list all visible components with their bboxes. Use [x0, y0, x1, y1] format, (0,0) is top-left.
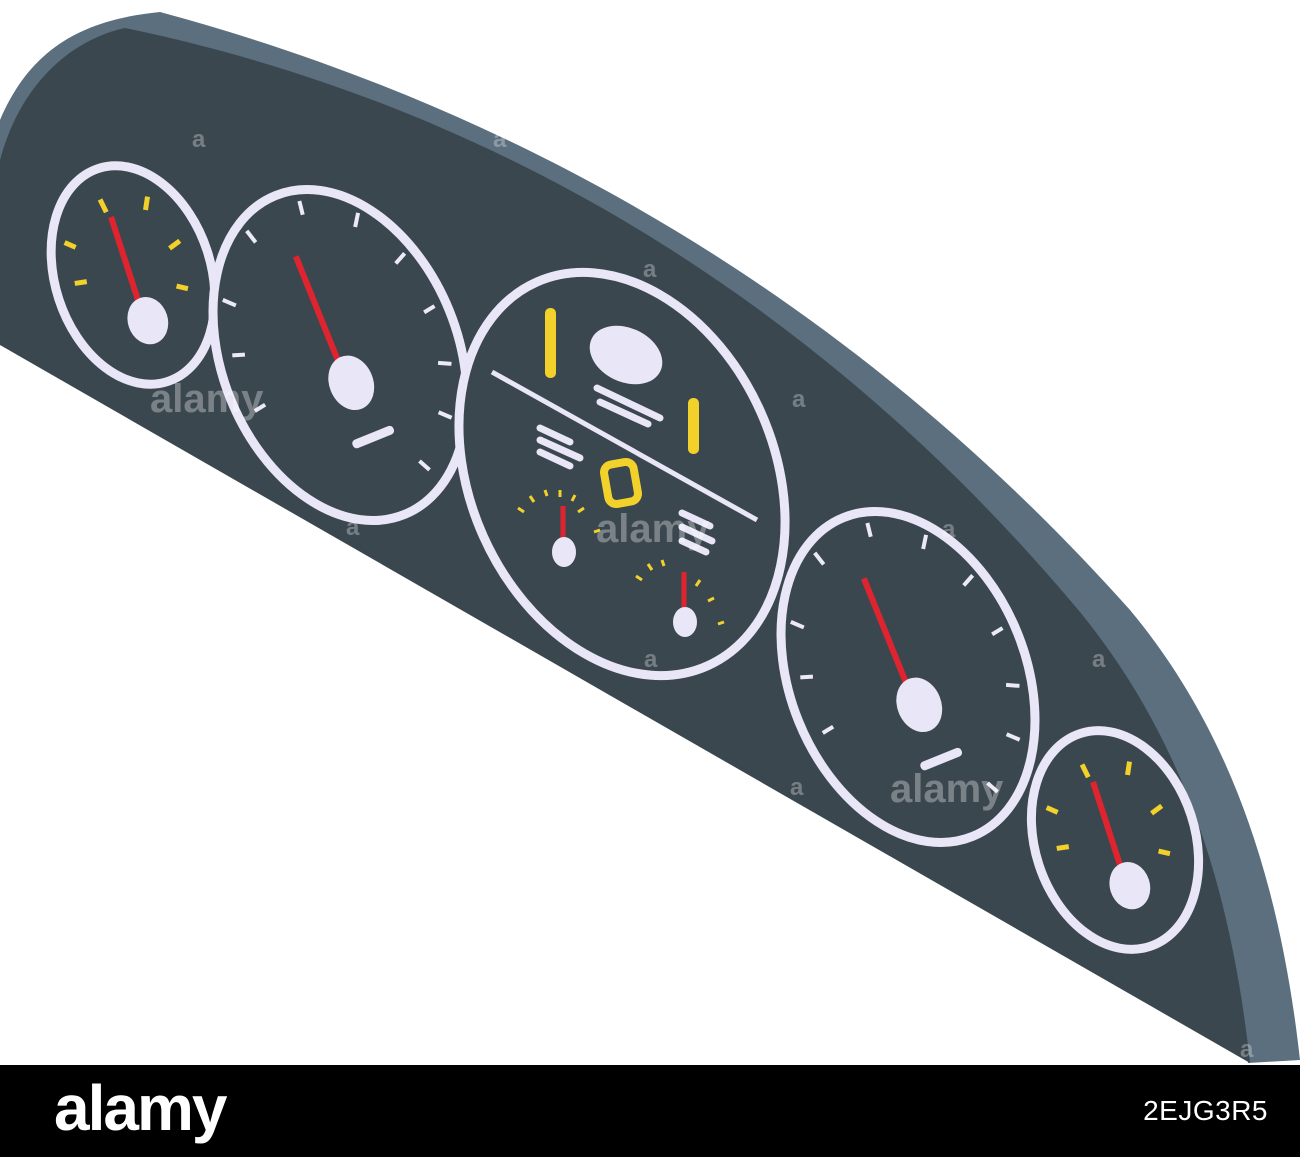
mini-gauge-hub-left — [552, 537, 576, 567]
yellow-bar-left — [545, 308, 556, 378]
needle-hub — [896, 677, 943, 733]
dial-ticks — [222, 200, 453, 472]
watermark-mark: a — [792, 386, 806, 413]
watermark-mark: a — [644, 646, 658, 673]
instrument-cluster-icon: alamy alamy alamy a a a a a a a a a a a — [0, 12, 1300, 1063]
watermark-mark: a — [346, 514, 360, 541]
panel-side-edge — [0, 12, 1300, 1063]
gauge-ticks — [1045, 761, 1171, 857]
watermark-mark: a — [643, 256, 657, 283]
watermark-text: alamy — [596, 507, 710, 551]
gauge-ticks — [63, 196, 189, 292]
watermark-mark: a — [1240, 776, 1254, 803]
watermark-text: alamy — [150, 377, 264, 421]
dial-needle — [861, 577, 912, 691]
dial-needle — [293, 255, 344, 369]
center-info-display — [454, 267, 790, 681]
watermark-text: alamy — [890, 767, 1004, 811]
watermark-mark: a — [1240, 1036, 1254, 1063]
watermark-layer: alamy alamy alamy a a a a a a a a a a a — [150, 126, 1254, 1063]
mini-gauge-hub-right — [673, 607, 697, 637]
needle-hub — [328, 355, 375, 411]
watermark-mark: a — [1092, 646, 1106, 673]
info-lines — [536, 384, 716, 556]
stock-footer-bar: alamy 2EJG3R5 — [0, 1065, 1300, 1157]
watermark-mark: a — [790, 774, 804, 801]
display-divider — [490, 369, 759, 523]
alamy-logo: alamy — [54, 1072, 227, 1144]
warning-icon — [600, 457, 642, 509]
dial-label-bar — [352, 425, 395, 449]
small-right-gauge — [1026, 726, 1204, 954]
right-dial — [776, 507, 1040, 847]
needle-hub — [1109, 862, 1151, 910]
gauge-needle — [1090, 781, 1125, 871]
watermark-mark: a — [493, 126, 507, 153]
left-dial — [208, 185, 472, 525]
dial-label-bar — [920, 747, 963, 771]
watermark-mark: a — [942, 516, 956, 543]
image-id-label: 2EJG3R5 — [1143, 1095, 1268, 1126]
dial-ticks — [790, 522, 1021, 794]
status-pill — [589, 325, 663, 385]
small-left-gauge — [46, 161, 220, 389]
mini-gauge-ticks — [517, 489, 725, 626]
yellow-bar-right — [688, 398, 699, 454]
gauge-needle — [108, 216, 143, 306]
needle-hub — [127, 297, 169, 345]
watermark-mark: a — [192, 126, 206, 153]
